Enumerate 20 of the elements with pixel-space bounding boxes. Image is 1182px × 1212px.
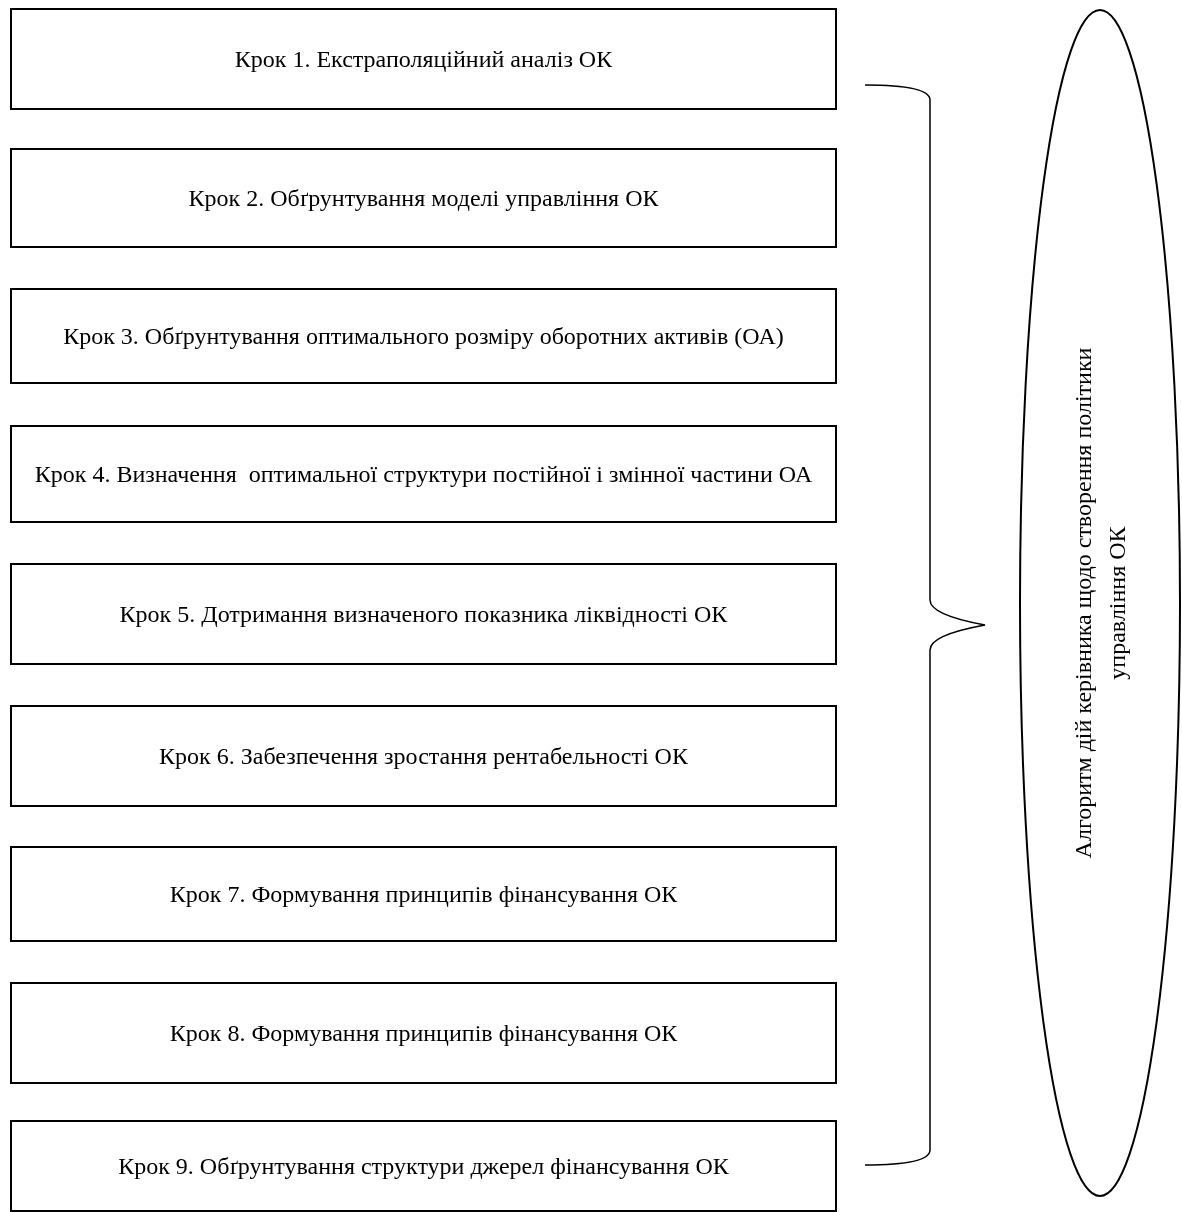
step-box: [10, 846, 837, 942]
step-box: [10, 8, 837, 110]
step-label: Крок 3. Обґрунтування оптимального розміру оборотних активів (ОА): [62, 322, 785, 351]
step-label: Крок 4. Визначення оптимальної структури постійної і змінної частини ОА: [33, 460, 814, 489]
ellipse-label: Алгоритм дій керівника щодо створення політики управління ОК: [1069, 346, 1131, 861]
step-label: Крок 9. Обґрунтування структури джерел фінансування ОК: [117, 1152, 730, 1181]
step-label: Крок 2. Обґрунтування моделі управління ОК: [187, 184, 660, 213]
step-label: Крок 8. Формування принципів фінансування ОК: [168, 1019, 679, 1048]
step-box: [10, 1120, 837, 1212]
step-label: Крок 7. Формування принципів фінансування ОК: [168, 880, 679, 909]
step-box: [10, 425, 837, 523]
step-box: [10, 705, 837, 807]
ellipse-shape: [1018, 8, 1182, 1198]
step-box: [10, 563, 837, 665]
step-label: Крок 1. Екстраполяційний аналіз ОК: [233, 45, 614, 74]
step-box: [10, 288, 837, 384]
step-label: Крок 5. Дотримання визначеного показника ліквідності ОК: [118, 600, 729, 629]
step-box: [10, 982, 837, 1084]
step-label: Крок 6. Забезпечення зростання рентабельності ОК: [158, 742, 689, 771]
step-box: [10, 148, 837, 248]
